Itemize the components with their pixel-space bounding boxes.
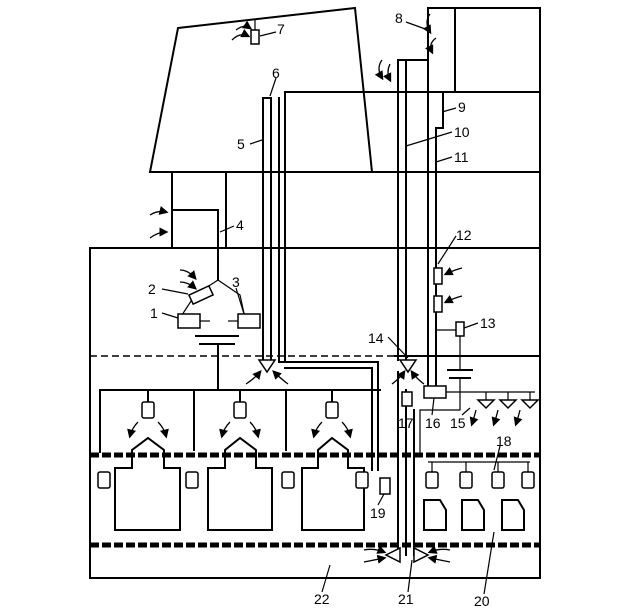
distribution-header [195, 335, 239, 391]
number-labels: 1 2 3 4 5 6 7 8 9 10 11 12 13 14 15 16 1… [148, 10, 512, 609]
machines-left [114, 436, 365, 531]
airflow-arrows [127, 13, 523, 564]
main-hall [89, 247, 541, 579]
label-5: 5 [237, 136, 245, 152]
diffuser-row-upper [141, 401, 339, 419]
label-10: 10 [454, 124, 470, 140]
roof-structure [148, 6, 541, 361]
label-1: 1 [150, 305, 158, 321]
label-20: 20 [474, 593, 490, 609]
unit-17 [401, 391, 413, 407]
label-22: 22 [314, 591, 330, 607]
label-4: 4 [236, 217, 244, 233]
fan-unit-3 [228, 313, 261, 329]
label-7: 7 [277, 21, 285, 37]
label-6: 6 [272, 65, 280, 81]
label-18: 18 [496, 433, 512, 449]
unit-13 [436, 321, 473, 392]
label-9: 9 [458, 99, 466, 115]
supply-manifold [99, 389, 381, 453]
right-tower [427, 7, 541, 579]
filter-2 [187, 284, 215, 306]
label-14: 14 [368, 330, 384, 346]
machines-20 [423, 499, 525, 531]
unit-16 [423, 385, 447, 399]
label-16: 16 [425, 415, 441, 431]
label-13: 13 [480, 315, 496, 331]
duct-11 [427, 59, 444, 386]
diffuser-row-lower [97, 471, 369, 489]
duct-10 [397, 59, 429, 374]
unit-19 [379, 477, 391, 495]
duct-5-6 [257, 97, 277, 374]
label-12: 12 [456, 227, 472, 243]
label-3: 3 [232, 274, 240, 290]
exhaust-7 [250, 20, 260, 45]
label-19: 19 [370, 505, 386, 521]
label-11: 11 [454, 149, 469, 165]
diffusers-18 [425, 461, 535, 489]
air-inlet-12 [433, 267, 443, 313]
label-21: 21 [398, 591, 414, 607]
label-8: 8 [395, 10, 403, 26]
supply-header-15 [419, 391, 540, 455]
return-duct [278, 97, 430, 564]
label-2: 2 [148, 281, 156, 297]
fan-unit-1 [177, 313, 210, 329]
label-15: 15 [450, 415, 466, 431]
label-17: 17 [398, 415, 414, 431]
leader-lines [161, 21, 501, 595]
